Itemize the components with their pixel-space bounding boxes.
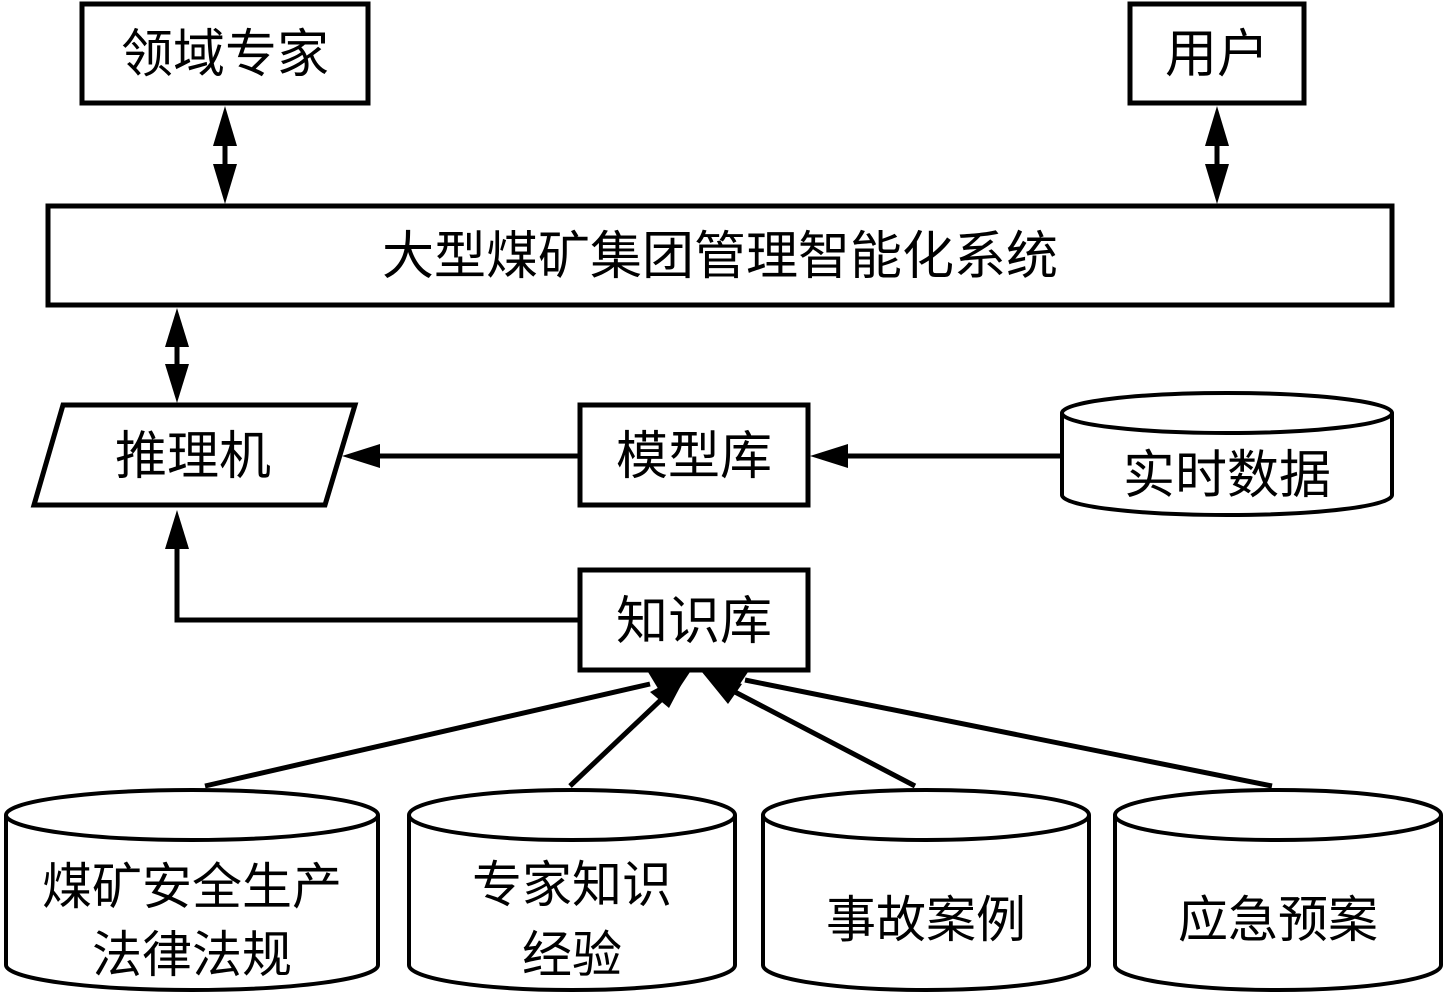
arrowhead-left-icon [342,444,380,468]
edge-laws-knowledge-base [204,681,651,789]
arrowhead-down-icon [213,164,237,204]
node-realtime-data: 实时数据 [1060,391,1394,517]
node-knowledge-base: 知识库 [577,567,811,673]
arrowhead-down-icon [1205,164,1229,204]
node-domain-expert-label: 领域专家 [121,25,329,85]
node-domain-expert: 领域专家 [79,1,371,106]
node-model-base-label: 模型库 [616,427,772,487]
edge-model-base-inference-engine [342,444,578,468]
node-system: 大型煤矿集团管理智能化系统 [45,203,1395,308]
node-expert-knowledge-label-line1: 专家知识 [472,856,672,914]
arrowhead-icon [648,672,690,705]
arrowhead-up-icon [165,510,189,549]
node-laws-label-line2: 法律法规 [92,926,292,984]
edge-user-system [1205,106,1229,204]
edge-realtime-data-model-base [810,444,1060,468]
arrowhead-left-icon [810,444,848,468]
node-laws: 煤矿安全生产 法律法规 [4,788,380,992]
arrowhead-up-icon [1205,106,1229,146]
node-user-label: 用户 [1165,25,1269,85]
node-realtime-data-label: 实时数据 [1123,446,1331,506]
node-system-label: 大型煤矿集团管理智能化系统 [382,227,1058,287]
node-knowledge-base-label: 知识库 [616,592,772,652]
node-accident-cases: 事故案例 [761,788,1091,992]
node-accident-cases-label: 事故案例 [826,891,1026,949]
node-user: 用户 [1127,1,1307,106]
node-inference-engine-label: 推理机 [115,427,271,487]
arrowhead-down-icon [165,364,189,403]
node-expert-knowledge-label-line2: 经验 [522,926,622,984]
arrowhead-up-icon [165,308,189,347]
edge-system-inference-engine [165,308,189,403]
node-emergency-plans: 应急预案 [1113,788,1443,992]
edge-domain-expert-system [213,106,237,204]
node-emergency-plans-label: 应急预案 [1178,891,1378,949]
edge-knowledge-base-inference-engine [165,510,578,623]
arrowhead-icon [702,672,748,702]
edge-emergency-plans-knowledge-base [744,677,1273,789]
node-expert-knowledge: 专家知识 经验 [407,788,737,992]
node-laws-label-line1: 煤矿安全生产 [42,858,342,916]
node-inference-engine: 推理机 [30,402,359,508]
arrowhead-up-icon [213,106,237,146]
node-model-base: 模型库 [577,402,811,508]
